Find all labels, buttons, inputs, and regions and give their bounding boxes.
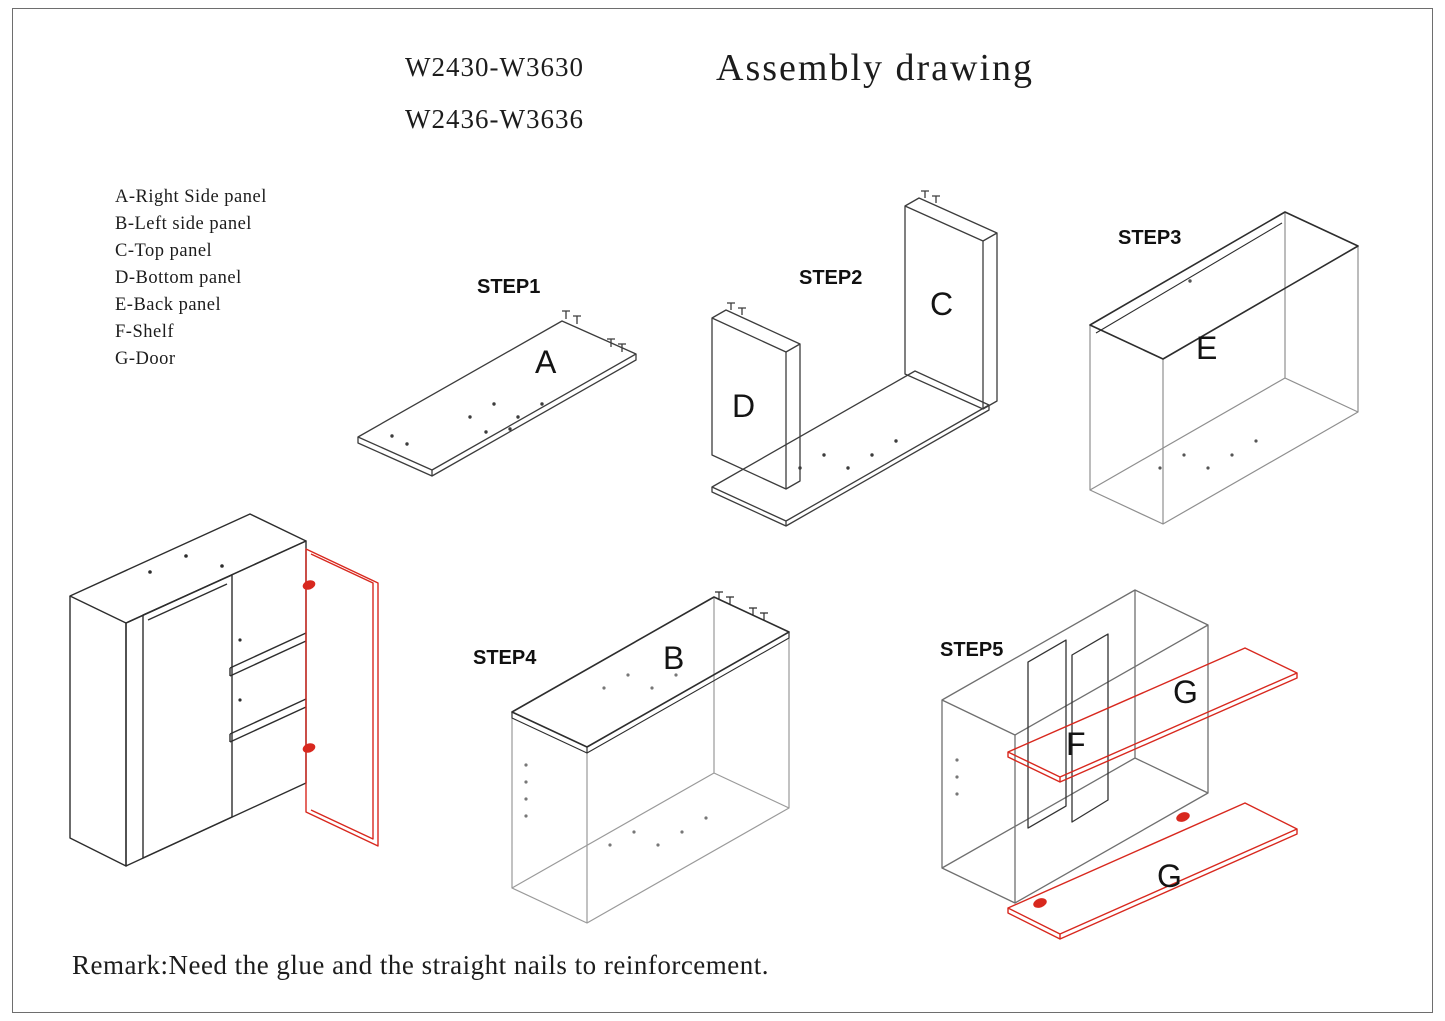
step5-hinge-icons [1033,812,1190,908]
part-letter-e: E [1196,330,1218,366]
assembled-cabinet-drawing [69,513,307,867]
model-number-1: W2430-W3630 [405,52,584,82]
remark-text: Remark:Need the glue and the straight na… [72,950,770,980]
part-letter-f: F [1066,726,1086,762]
part-letter-g-lower: G [1157,858,1182,894]
step1-panel-a-drawing [357,310,637,477]
step4-label: STEP4 [473,647,537,669]
step5-drawing [941,589,1209,904]
step3-label: STEP3 [1118,227,1182,249]
step5-holes [955,758,959,796]
step2-drawing [711,190,998,527]
assembled-cabinet-holes [148,554,242,702]
parts-list-item-f: F-Shelf [115,322,174,342]
step1-holes [390,402,544,446]
parts-list-item-d: D-Bottom panel [115,268,242,288]
parts-list: A-Right Side panel B-Left side panel C-T… [115,184,267,373]
step5-doors-g-red [1007,647,1298,940]
step3-drawing [1089,211,1359,525]
step5-label: STEP5 [940,639,1004,661]
step4-holes [524,673,708,847]
step1-label: STEP1 [477,276,541,298]
step2-label: STEP2 [799,267,863,289]
parts-list-item-a: A-Right Side panel [115,187,267,207]
part-letter-d: D [732,388,756,424]
part-letter-b: B [663,640,685,676]
parts-list-item-c: C-Top panel [115,241,213,261]
step4-drawing [511,591,790,924]
step3-holes [1158,279,1258,470]
assembled-cabinet-hinge-icons [302,580,316,753]
assembled-cabinet-door-red [305,548,379,847]
model-number-2: W2436-W3636 [405,104,584,134]
parts-list-item-b: B-Left side panel [115,214,252,234]
parts-list-item-e: E-Back panel [115,295,222,315]
part-letter-c: C [930,286,954,322]
parts-list-item-g: G-Door [115,349,176,369]
page-title: Assembly drawing [716,47,1035,89]
part-letter-a: A [535,344,557,380]
step2-holes [798,439,898,470]
part-letter-g-upper: G [1173,674,1198,710]
